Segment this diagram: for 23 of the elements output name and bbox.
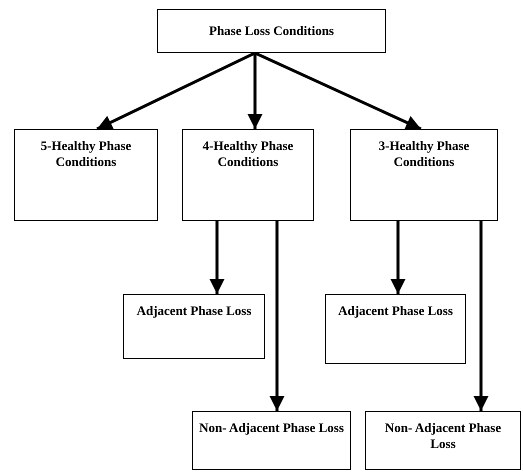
box-label: 5-Healthy Phase Conditions xyxy=(40,138,132,170)
box-label: Non- Adjacent Phase Loss xyxy=(384,420,502,452)
arrow xyxy=(254,52,422,130)
process-box xyxy=(14,129,158,221)
box-label: Phase Loss Conditions xyxy=(209,22,334,40)
process-box xyxy=(192,411,351,470)
arrow xyxy=(210,221,224,294)
box-label: Non- Adjacent Phase Loss xyxy=(199,420,344,436)
process-box xyxy=(350,129,498,221)
arrow xyxy=(270,221,284,411)
arrow xyxy=(390,221,406,294)
arrow xyxy=(474,221,488,411)
process-box xyxy=(365,411,521,470)
box-label: Adjacent Phase Loss xyxy=(136,303,252,320)
box-label: 3-Healthy Phase Conditions xyxy=(378,138,470,170)
process-box xyxy=(325,294,466,364)
process-box xyxy=(157,9,386,53)
process-box xyxy=(123,294,265,359)
arrow xyxy=(96,52,256,130)
arrow xyxy=(248,53,262,129)
box-label: Adjacent Phase Loss xyxy=(338,303,453,320)
box-label: 4-Healthy Phase Conditions xyxy=(202,138,294,170)
process-box xyxy=(182,129,314,221)
